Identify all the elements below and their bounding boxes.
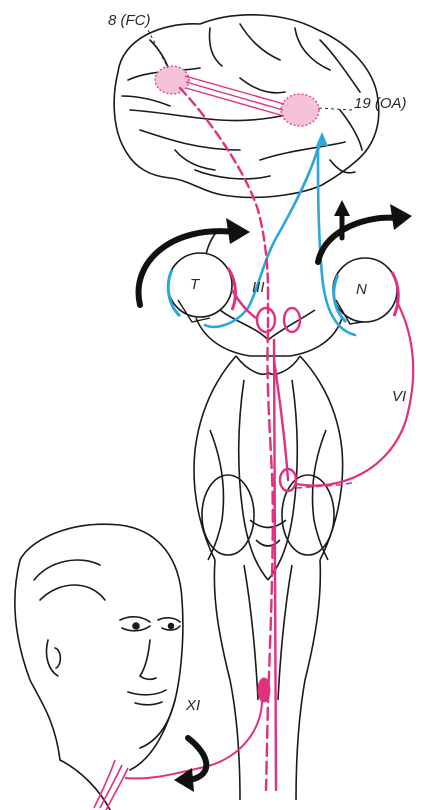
occipital-association-area — [281, 94, 319, 126]
label-nerve-iii: III — [252, 279, 265, 296]
cerebral-hemisphere — [114, 15, 379, 198]
label-nerve-xi: XI — [186, 697, 200, 714]
label-area-19: 19 (OA) — [354, 95, 407, 112]
neck-muscles — [94, 760, 128, 810]
label-right-eye: N — [356, 281, 367, 298]
cyan-arrow-head-icon — [316, 132, 328, 146]
left-eye — [168, 253, 235, 322]
label-area-8: 8 (FC) — [108, 12, 151, 29]
curved-arrow-icon-head — [174, 738, 206, 792]
frontal-eye-field-area — [155, 66, 189, 94]
accessory-nucleus — [125, 678, 270, 778]
human-head — [15, 524, 183, 810]
curved-arrow-icon-right-eye — [318, 204, 412, 262]
label-left-eye: T — [190, 276, 199, 293]
label-nerve-vi: VI — [392, 388, 406, 405]
